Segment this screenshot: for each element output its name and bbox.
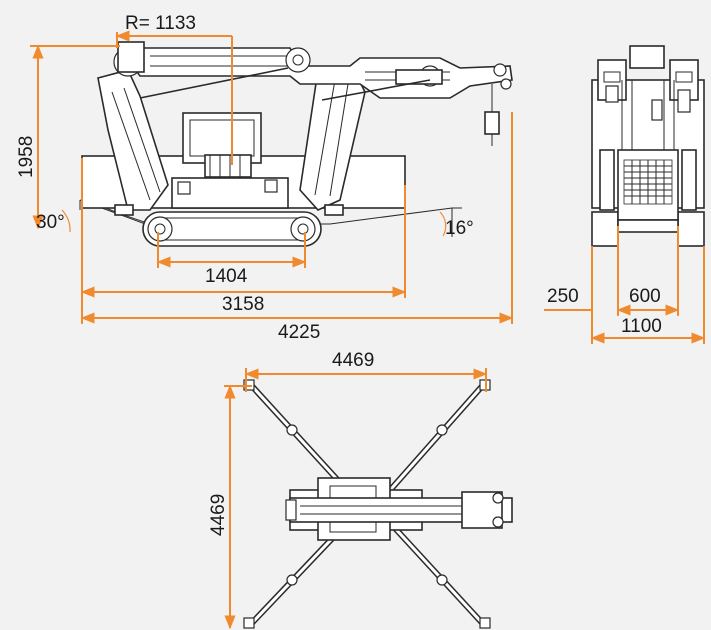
angle-left-label: 30° <box>36 212 65 233</box>
top-span-height-label: 4469 <box>208 494 229 536</box>
outrigger-right-side <box>299 65 366 216</box>
top-view <box>243 379 513 629</box>
front-width-total-label: 1100 <box>621 316 662 337</box>
front-view-dimensions: 250 600 1100 <box>544 226 706 344</box>
overall-length-label: 4225 <box>278 322 320 343</box>
track-length-label: 1404 <box>205 266 248 287</box>
top-view-dimensions: 4469 4469 <box>208 350 488 630</box>
radius-label: R= 1133 <box>125 13 196 34</box>
side-view-dimensions: R= 1133 1958 30° 16° 1404 3158 4225 <box>16 13 514 343</box>
crawler-track-side <box>142 211 322 247</box>
height-label: 1958 <box>16 136 37 178</box>
top-span-width-label: 4469 <box>332 350 374 371</box>
crane-body-top <box>285 477 513 541</box>
front-width-mid-label: 600 <box>629 286 661 307</box>
engine-grille <box>617 149 679 221</box>
angle-right-label: 16° <box>445 218 474 239</box>
body-length-label: 3158 <box>222 294 264 315</box>
front-width-left-label: 250 <box>547 286 579 307</box>
front-view <box>591 45 705 247</box>
boom-side <box>117 41 513 146</box>
side-view <box>79 41 513 247</box>
